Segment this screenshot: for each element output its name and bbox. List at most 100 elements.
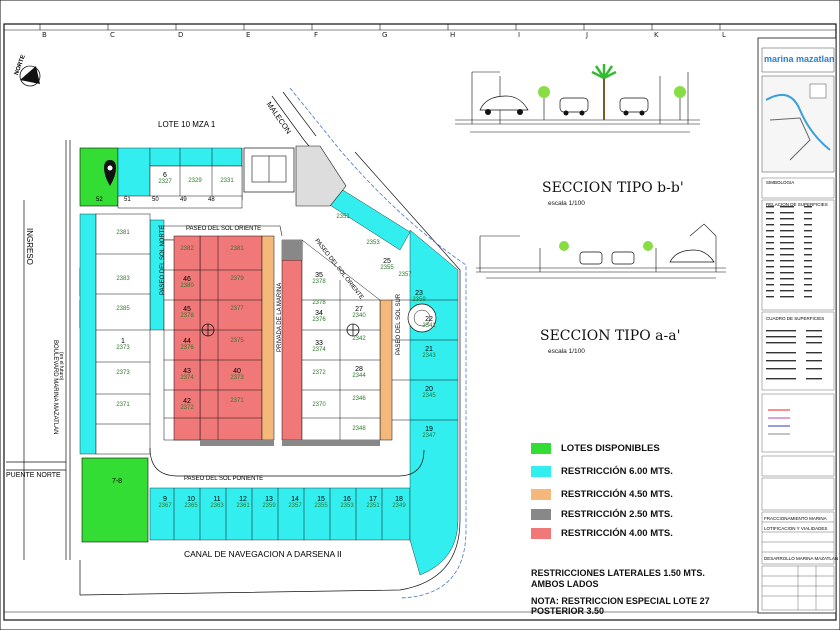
lot-label[interactable]: 7-8 — [104, 478, 130, 485]
lot-number: 45 — [183, 306, 191, 313]
boulevard-sub-label: (en el futuro) — [58, 352, 64, 381]
lot-number: 12 — [239, 496, 247, 503]
lot-label[interactable]: 2371 — [110, 402, 136, 409]
legend-item: RESTRICCIÓN 4.50 MTS. — [531, 487, 673, 501]
lot-area: 2378 — [312, 300, 326, 306]
lot-label[interactable]: 2346 — [346, 396, 372, 403]
lot-number: 51 — [124, 197, 131, 203]
street-label: PASEO DEL SOL NORTE — [160, 225, 166, 295]
lot-label[interactable]: 2331 — [214, 178, 240, 185]
lot-label[interactable]: 2385 — [110, 306, 136, 313]
lot-number: 9 — [163, 496, 167, 503]
grid-col-label: K — [654, 31, 659, 39]
legend-item: RESTRICCIÓN 2.50 MTS. — [531, 507, 673, 521]
lot-label[interactable]: 2377 — [224, 306, 250, 313]
lot-number: 42 — [183, 398, 191, 405]
lot-area: 2359 — [262, 503, 276, 509]
legend-label: RESTRICCIÓN 4.00 MTS. — [561, 527, 673, 539]
lot-label[interactable]: 2373 — [110, 370, 136, 377]
lot-area: 2381 — [230, 246, 244, 252]
legend-item: LOTES DISPONIBLES — [531, 441, 660, 455]
lot-label[interactable]: 2375 — [224, 338, 250, 345]
lot-area: 2346 — [352, 396, 366, 402]
lot-label[interactable]: 2329 — [182, 178, 208, 185]
lot-label[interactable]: 2351 — [330, 214, 356, 221]
lot-label[interactable]: 2371 — [224, 398, 250, 405]
street-label: PASEO DEL SOL SUR — [396, 293, 402, 355]
lot-label[interactable]: 2381 — [110, 230, 136, 237]
lot-area: 2373 — [230, 375, 244, 381]
lot-area: 2351 — [366, 503, 380, 509]
tree-icon — [538, 86, 686, 120]
lot-area: 2375 — [230, 338, 244, 344]
lot-number: 48 — [208, 197, 215, 203]
lot-label[interactable]: 2382 — [174, 246, 200, 253]
lot-label[interactable]: 2383 — [110, 276, 136, 283]
lot-label[interactable]: 2357 — [392, 272, 418, 279]
lot-area: 2378 — [312, 279, 326, 285]
grid-col-label: E — [246, 31, 251, 39]
legend-swatch — [531, 465, 551, 477]
legend-swatch — [531, 488, 551, 500]
lot-area: 2353 — [366, 240, 380, 246]
lot-label[interactable]: 2372 — [306, 370, 332, 377]
lot-label[interactable]: 2342 — [346, 336, 372, 343]
lot-number: 23 — [415, 290, 423, 297]
street-label: PASEO DEL SOL PONIENTE — [184, 476, 264, 482]
project-subtitle: LOTIFICACION Y VIALIDADES — [764, 526, 828, 531]
lot-label[interactable]: 2348 — [346, 426, 372, 433]
lot-label[interactable]: 2370 — [306, 402, 332, 409]
lot-number: 49 — [180, 197, 187, 203]
grid-col-label: L — [722, 31, 726, 39]
legend-label: LOTES DISPONIBLES — [561, 442, 660, 454]
lot-label[interactable]: 2381 — [224, 246, 250, 253]
section-bb-title: SECCION TIPO b-b' — [542, 180, 684, 196]
lot-label[interactable]: 2378 — [306, 300, 332, 307]
grid-col-label: G — [382, 31, 388, 39]
special-note: NOTA: RESTRICCION ESPECIAL LOTE 27 — [531, 596, 710, 606]
grid-col-label: J — [586, 31, 589, 39]
lot-label[interactable]: 2379 — [224, 276, 250, 283]
lot-label[interactable]: 2353 — [360, 240, 386, 247]
lot-area: 2355 — [314, 503, 328, 509]
grid-col-label: B — [42, 31, 47, 39]
lot-area: 2357 — [398, 272, 412, 278]
lot-area: 2357 — [288, 503, 302, 509]
lot-number: 7-8 — [111, 478, 123, 485]
car-icon — [619, 97, 649, 116]
lot-number: 28 — [355, 366, 363, 373]
lot-number: 13 — [265, 496, 273, 503]
lot-number: 35 — [315, 272, 323, 279]
